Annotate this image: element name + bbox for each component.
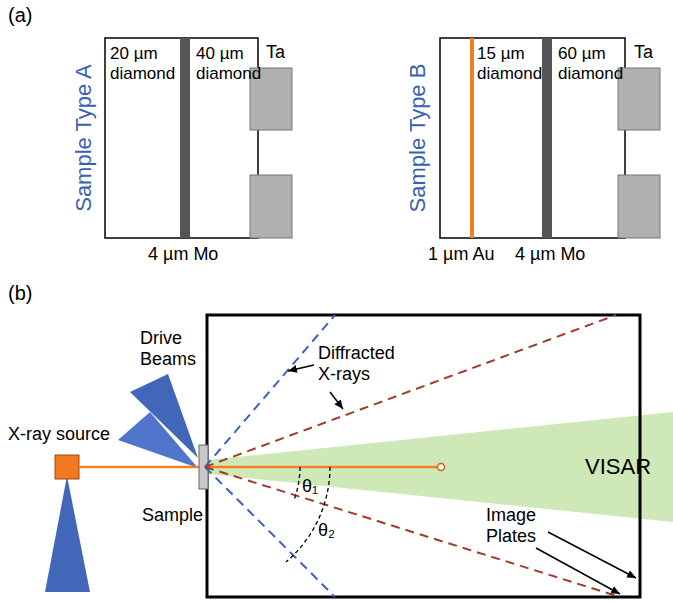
layer-label: 15 µm diamond [477,44,541,83]
sample-type-label: Sample Type B [405,64,430,213]
panel-letter: (a) [8,4,32,27]
ta-block [618,175,660,238]
layer-label: 4 µm Mo [515,244,585,265]
ta-block [250,68,292,130]
angle-label: θ₁ [302,476,318,497]
beam-label: Drive Beams [140,328,210,369]
diamond-sample [440,38,625,238]
layer-label: Ta [634,42,653,63]
leader-arrow [288,365,314,371]
xray-source [55,455,79,479]
sample-type-label: Sample Type A [71,64,96,212]
diffraction-label: Diffracted X-rays [318,343,408,384]
diffraction-line [205,467,620,597]
leader-arrow [548,532,636,578]
ta-block [618,68,660,130]
layer-label: Ta [266,42,285,63]
visar-label: VISAR [585,454,651,479]
backlighter-beam [45,476,90,592]
ta-block [250,175,292,238]
layer-label: 1 µm Au [428,244,494,265]
angle-label: θ₂ [318,520,335,541]
layer-label: 40 µm diamond [196,44,256,83]
mo-layer [542,38,552,238]
mo-layer [180,38,190,238]
leader-arrow [536,548,620,594]
sample-label: Sample [142,505,203,526]
source-label: X-ray source [8,424,110,445]
xray-beam [79,466,438,469]
layer-label: 60 µm diamond [558,44,620,83]
chamber-frame [207,315,640,597]
au-layer [470,38,474,238]
plate-label: Image Plates [486,505,552,546]
angle-arc [286,467,330,562]
leader-arrow [330,392,343,409]
diffraction-line [205,315,616,467]
diffraction-line [205,315,335,467]
layer-label: 4 µm Mo [148,244,218,265]
drive-beam [118,412,198,468]
layer-label: 20 µm diamond [110,44,176,83]
diamond-sample [105,38,258,238]
panel-letter: (b) [8,282,32,305]
beam-stop [438,464,445,471]
angle-arc [294,467,300,500]
